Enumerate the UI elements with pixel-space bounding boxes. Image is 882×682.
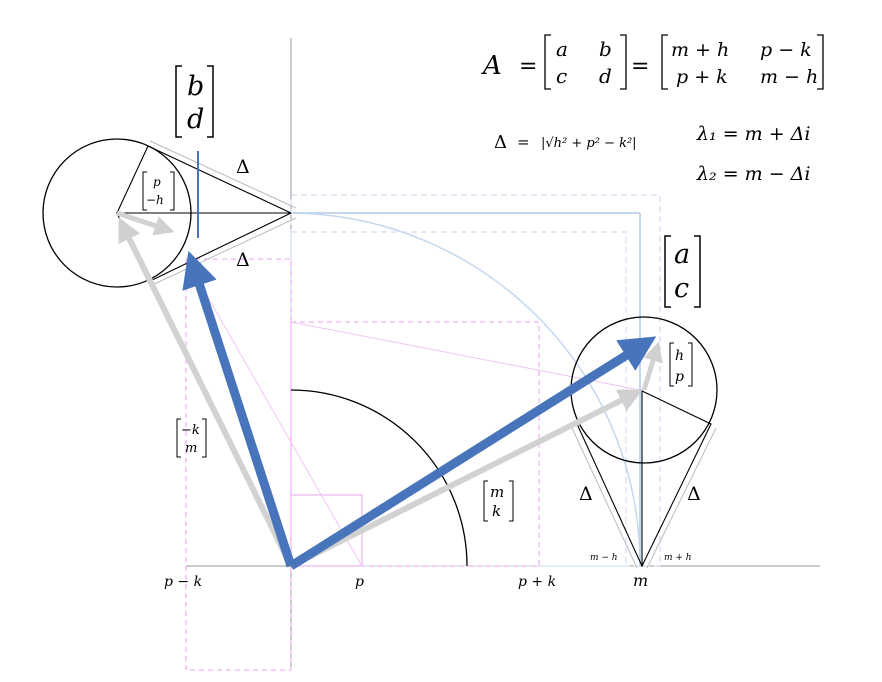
matrix-mhpk-brackets bbox=[661, 34, 824, 90]
magenta-box-left bbox=[185, 258, 292, 671]
equation-eq-1: = bbox=[519, 54, 537, 79]
right-delta-guide-left bbox=[571, 427, 638, 569]
delta-label-right-left: Δ bbox=[579, 483, 593, 505]
eigenvalue-1: λ₁ = m + Δi bbox=[696, 123, 810, 145]
delta-formula-lhs: Δ bbox=[494, 132, 507, 153]
matrix-a: a bbox=[556, 37, 568, 61]
axis-label-m-minus-h: m − h bbox=[590, 553, 618, 563]
matrix-ab-brackets bbox=[544, 34, 627, 90]
matrix-b: b bbox=[599, 37, 612, 61]
vector-km-brackets bbox=[176, 418, 207, 458]
matrix-c: c bbox=[556, 64, 567, 88]
pale-blue-box-inner bbox=[290, 231, 627, 567]
gray-vector-bd-shadow bbox=[118, 217, 294, 568]
vector-bd-brackets bbox=[175, 65, 214, 138]
pale-blue-arc bbox=[290, 212, 641, 567]
delta-formula-eq: = bbox=[517, 133, 530, 151]
matrix-d: d bbox=[599, 64, 612, 88]
matrix-p-plus-k: p + k bbox=[676, 66, 728, 88]
gray-vector-ph bbox=[116, 210, 175, 236]
delta-label-left-bottom: Δ bbox=[236, 249, 250, 271]
vector-mk-bottom: k bbox=[492, 502, 501, 520]
vector-hp-top: h bbox=[675, 348, 684, 364]
angle-arc bbox=[290, 389, 468, 567]
left-upper-edge bbox=[147, 145, 292, 214]
matrix-m-plus-h: m + h bbox=[671, 39, 729, 61]
axis-label-p-minus-k: p − k bbox=[164, 574, 202, 590]
matrix-p-minus-k: p − k bbox=[760, 39, 812, 61]
axis-label-p: p bbox=[355, 574, 364, 590]
delta-label-right-right: Δ bbox=[687, 483, 701, 505]
equation-A: A bbox=[481, 51, 502, 81]
blue-vector-bd bbox=[182, 250, 296, 568]
vector-ph-bottom: −h bbox=[146, 193, 164, 207]
vector-bd-bottom: d bbox=[187, 104, 204, 135]
vector-km-top: −k bbox=[181, 423, 200, 438]
vector-ac-bottom: c bbox=[674, 273, 689, 304]
gray-vector-ac-shadow bbox=[289, 389, 643, 569]
vector-hp-brackets bbox=[669, 342, 693, 387]
axis-label-p-plus-k: p + k bbox=[518, 574, 556, 590]
left-delta-guide-bottom bbox=[149, 217, 297, 287]
gray-vector-hp bbox=[641, 341, 663, 391]
matrix-m-minus-h: m − h bbox=[760, 66, 818, 88]
vector-bd-top: b bbox=[187, 71, 204, 102]
vector-mk-brackets bbox=[483, 480, 514, 522]
vector-ph-brackets bbox=[142, 171, 175, 211]
right-delta-guide-right bbox=[646, 427, 717, 569]
vector-ac-brackets bbox=[664, 235, 701, 308]
delta-formula-body: |√h² + p² − k²| bbox=[541, 136, 637, 151]
vector-ph-top: p bbox=[153, 175, 161, 189]
vector-km-bottom: m bbox=[185, 441, 197, 456]
equation-eq-2: = bbox=[631, 54, 649, 79]
eigenvalue-2: λ₂ = m − Δi bbox=[696, 163, 810, 185]
vector-mk-top: m bbox=[490, 483, 504, 501]
axis-label-m-plus-h: m + h bbox=[664, 553, 692, 563]
delta-label-left-top: Δ bbox=[236, 156, 250, 178]
blue-vector-ac bbox=[288, 336, 657, 570]
magenta-box-large bbox=[290, 321, 540, 567]
axis-label-m: m bbox=[633, 571, 648, 590]
vector-ac-top: a bbox=[674, 239, 690, 270]
magenta-diagonal-2 bbox=[185, 258, 363, 567]
pale-blue-box-outer bbox=[290, 194, 661, 567]
vector-hp-bottom: p bbox=[675, 369, 684, 385]
left-delta-guide-top bbox=[149, 140, 297, 209]
